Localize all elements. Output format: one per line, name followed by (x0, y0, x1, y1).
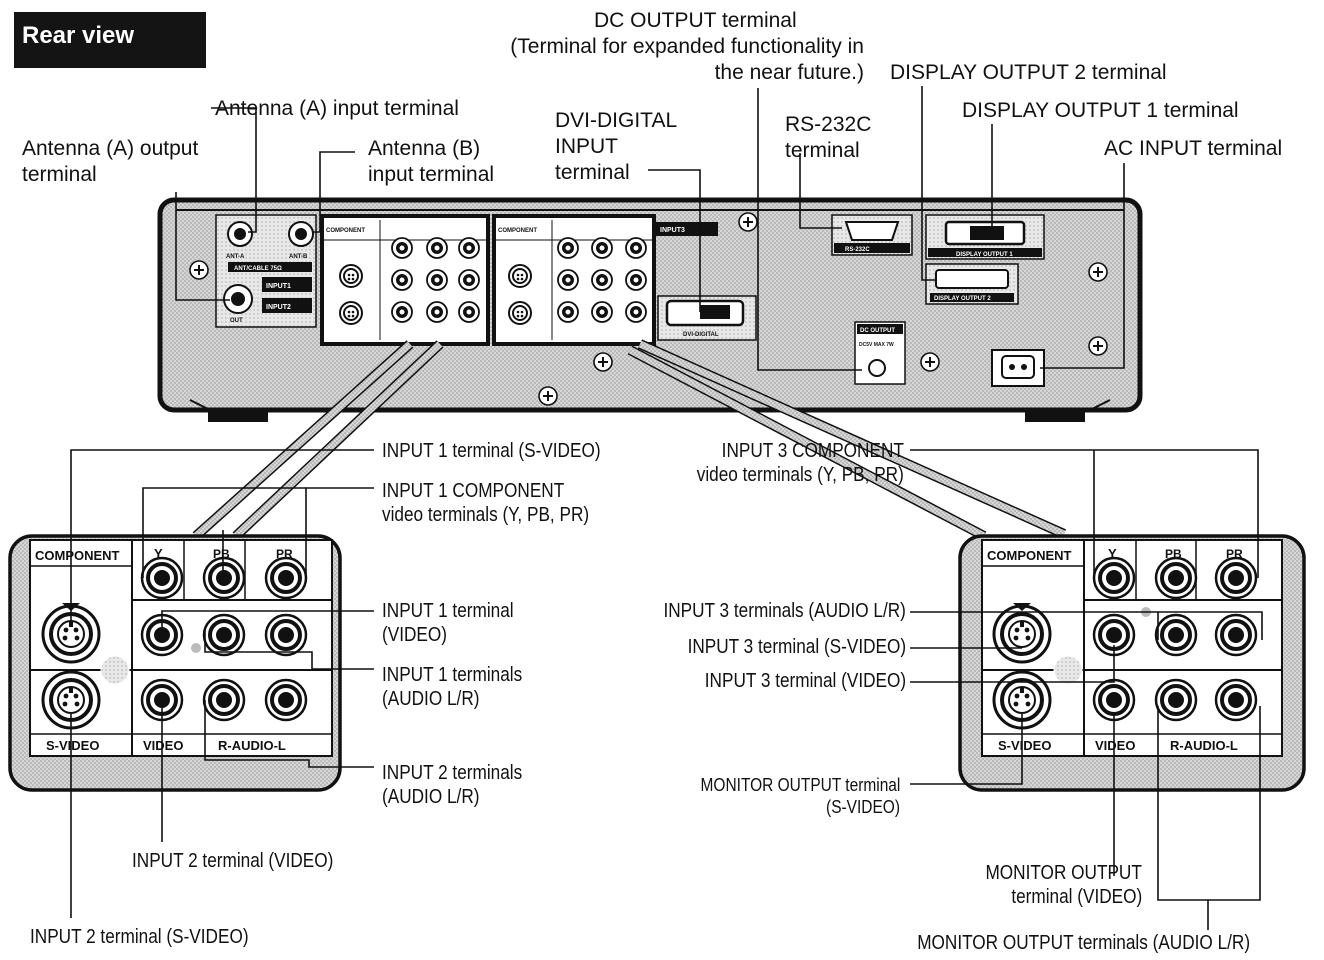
input1-component-label-1: INPUT 1 COMPONENT (382, 480, 564, 503)
input1-video-label-1: INPUT 1 terminal (382, 600, 514, 623)
ac-inlet-small (992, 350, 1044, 386)
small-out: OUT (230, 318, 243, 324)
input2-audio-label-2: (AUDIO L/R) (382, 786, 479, 809)
dc-output-sub1: (Terminal for expanded functionality in (510, 34, 864, 59)
input1-video-label-2: (VIDEO) (382, 624, 447, 647)
dc-output-sub2: the near future.) (715, 60, 864, 85)
antenna-a-output-label-1: Antenna (A) output (22, 136, 198, 161)
input1-audio-label-1: INPUT 1 terminals (382, 664, 522, 687)
right-video-text: VIDEO (1095, 738, 1135, 753)
input3-component-label-2: video terminals (Y, PB, PR) (697, 464, 904, 487)
small-component-1: COMPONENT (326, 228, 365, 234)
rs232c-connector-small (832, 215, 912, 255)
small-dc: DC OUTPUT (860, 328, 895, 334)
ac-input-label: AC INPUT terminal (1104, 136, 1282, 161)
antenna-b-input-label-1: Antenna (B) (368, 136, 480, 161)
input3-svideo-label: INPUT 3 terminal (S-VIDEO) (687, 636, 906, 659)
right-pb-text: PB (1165, 547, 1182, 561)
input3-video-label: INPUT 3 terminal (VIDEO) (705, 670, 906, 693)
antenna-a-output-label-2: terminal (22, 162, 97, 187)
input2-audio-label-1: INPUT 2 terminals (382, 762, 522, 785)
left-svideo-text: S-VIDEO (46, 738, 99, 753)
input1-svideo-label: INPUT 1 terminal (S-VIDEO) (382, 440, 601, 463)
small-dc-spec: DC5V MAX 7W (859, 342, 894, 348)
dvi-digital-label-1: DVI-DIGITAL (555, 108, 677, 133)
small-component-3: COMPONENT (498, 228, 537, 234)
input12-block-small (322, 216, 488, 344)
small-inputs3: INPUT3 (660, 227, 685, 234)
small-ant-cable: ANT/CABLE 75Ω (234, 266, 282, 272)
right-svideo-text: S-VIDEO (998, 738, 1051, 753)
left-video-text: VIDEO (143, 738, 183, 753)
small-rs232c: RS-232C (845, 247, 870, 253)
display-output-2-label: DISPLAY OUTPUT 2 terminal (890, 60, 1167, 85)
right-y-text: Y (1108, 546, 1117, 561)
rs232c-label-1: RS-232C (785, 112, 871, 137)
section-title: Rear view (22, 22, 134, 50)
input2-svideo-label: INPUT 2 terminal (S-VIDEO) (30, 926, 249, 949)
input2-video-label: INPUT 2 terminal (VIDEO) (132, 850, 333, 873)
left-y-text: Y (154, 546, 163, 561)
input1-audio-label-2: (AUDIO L/R) (382, 688, 479, 711)
small-dvi: DVI-DIGITAL (683, 332, 719, 338)
right-audio-text: R-AUDIO-L (1170, 738, 1238, 753)
small-disp2: DISPLAY OUTPUT 2 (934, 296, 991, 302)
antenna-a-input-label: Antenna (A) input terminal (215, 96, 459, 121)
display-output-1-label: DISPLAY OUTPUT 1 terminal (962, 98, 1239, 123)
small-ant-b: ANT-B (289, 254, 308, 260)
input3-component-label-1: INPUT 3 COMPONENT (722, 440, 904, 463)
left-pb-text: PB (213, 547, 230, 561)
small-disp1: DISPLAY OUTPUT 1 (956, 252, 1013, 258)
monitor-video-label-1: MONITOR OUTPUT (986, 862, 1142, 885)
left-audio-text: R-AUDIO-L (218, 738, 286, 753)
monitor-svideo-label-1: MONITOR OUTPUT terminal (700, 774, 900, 797)
left-component-text: COMPONENT (35, 548, 120, 563)
monitor-svideo-label-2: (S-VIDEO) (826, 796, 900, 819)
input3-audio-label: INPUT 3 terminals (AUDIO L/R) (664, 600, 906, 623)
monitor-audio-label: MONITOR OUTPUT terminals (AUDIO L/R) (917, 932, 1250, 955)
antenna-b-input-label-2: input terminal (368, 162, 494, 187)
dvi-digital-label-3: terminal (555, 160, 630, 185)
right-pr-text: PR (1226, 547, 1243, 561)
rs232c-label-2: terminal (785, 138, 860, 163)
small-ant-a: ANT-A (226, 254, 245, 260)
input1-component-label-2: video terminals (Y, PB, PR) (382, 504, 589, 527)
small-input1: INPUT1 (266, 283, 291, 290)
monitor-video-label-2: terminal (VIDEO) (1011, 886, 1142, 909)
dc-output-label: DC OUTPUT terminal (594, 8, 797, 33)
dvi-digital-label-2: INPUT (555, 134, 618, 159)
right-component-text: COMPONENT (987, 548, 1072, 563)
input3-block-small (494, 216, 654, 344)
small-input2: INPUT2 (266, 304, 291, 311)
left-pr-text: PR (276, 547, 293, 561)
